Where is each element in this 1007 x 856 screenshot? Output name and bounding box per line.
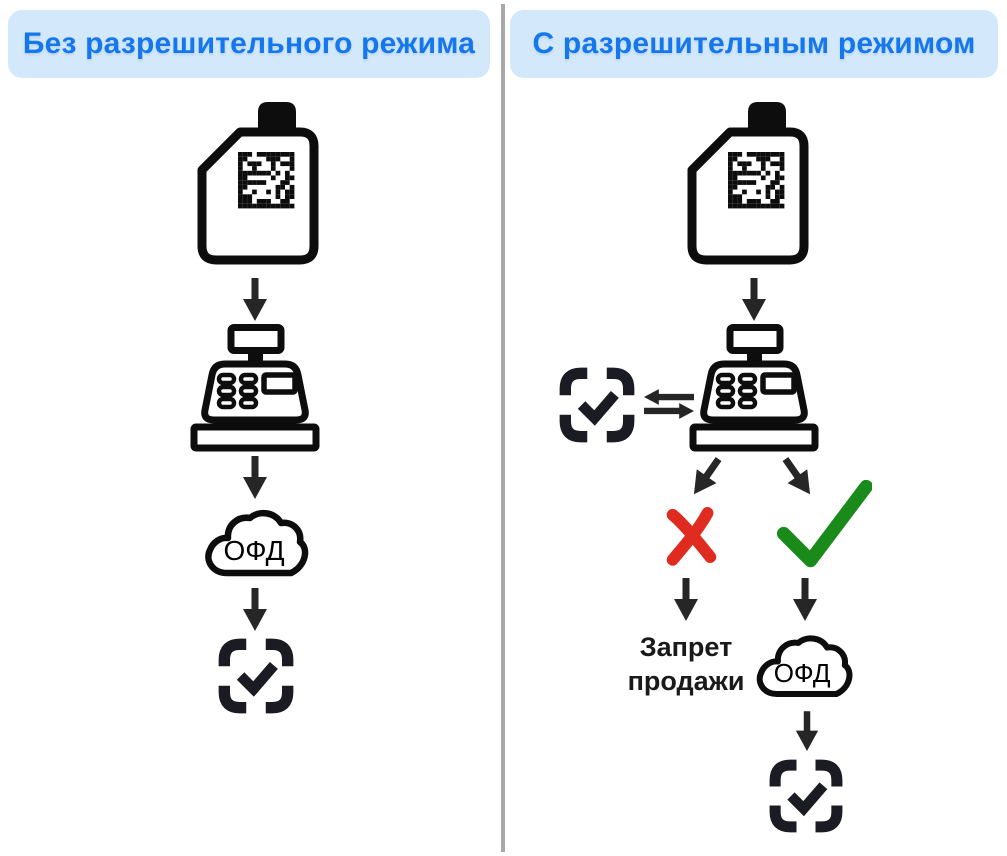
sale-ban-label: Запрет продажи bbox=[627, 632, 745, 696]
column-divider bbox=[501, 4, 505, 852]
marked-product-canister-icon bbox=[192, 100, 322, 270]
arrow-down-icon bbox=[794, 711, 820, 752]
success-check-icon bbox=[776, 479, 872, 569]
cash-register-icon bbox=[684, 324, 824, 452]
arrow-down-icon bbox=[241, 456, 269, 500]
ofd-cloud-icon bbox=[199, 503, 311, 587]
fail-x-icon bbox=[661, 502, 721, 568]
left-column-header: Без разрешительного режима bbox=[8, 10, 490, 78]
arrow-down-icon bbox=[241, 278, 269, 322]
arrow-down-left-icon bbox=[682, 451, 730, 503]
arrow-down-icon bbox=[791, 578, 819, 622]
arrow-down-icon bbox=[241, 588, 269, 632]
ofd-cloud-icon bbox=[751, 628, 855, 708]
arrow-down-icon bbox=[740, 278, 768, 322]
marked-product-canister-icon bbox=[682, 100, 812, 270]
permission-scan-check-icon bbox=[768, 757, 844, 835]
cash-register-icon bbox=[185, 324, 325, 452]
arrow-down-icon bbox=[672, 578, 700, 622]
permission-scan-check-icon bbox=[558, 366, 636, 444]
right-column-header: С разрешительным режимом bbox=[510, 10, 998, 78]
exchange-arrows-icon bbox=[644, 388, 694, 420]
permission-scan-check-icon bbox=[217, 637, 295, 715]
